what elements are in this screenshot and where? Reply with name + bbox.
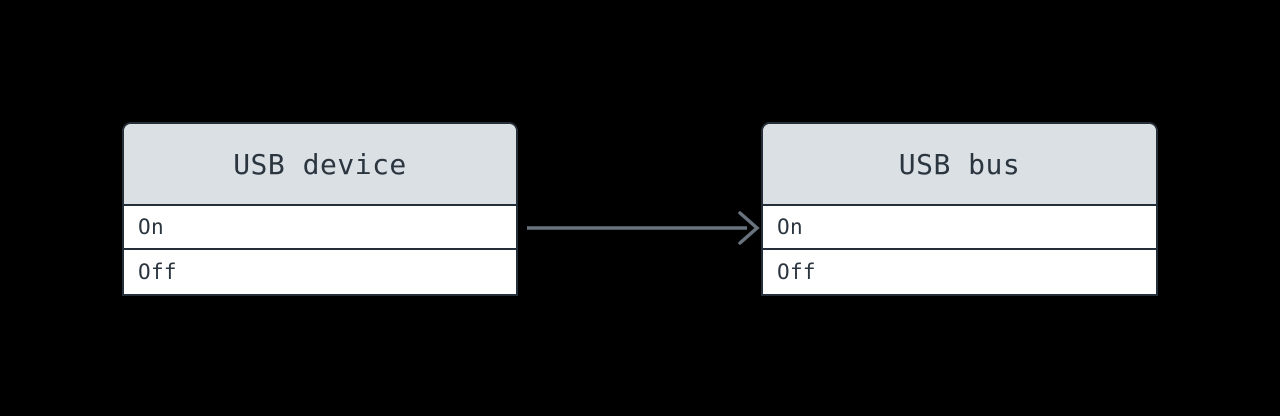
class-node-row[interactable]: Off [124, 250, 516, 294]
class-node-usb-device[interactable]: USB device On Off [122, 122, 518, 296]
class-node-usb-bus[interactable]: USB bus On Off [761, 122, 1158, 296]
class-node-title: USB device [233, 147, 407, 181]
arrowhead-icon [738, 211, 760, 245]
class-row-label: Off [138, 260, 177, 284]
class-node-header: USB device [124, 124, 516, 206]
edge-usb-device-to-usb-bus [527, 211, 760, 245]
class-node-header: USB bus [763, 124, 1156, 206]
class-row-label: On [777, 215, 803, 239]
class-node-row[interactable]: On [763, 206, 1156, 250]
class-node-title: USB bus [898, 147, 1021, 181]
class-row-label: On [138, 215, 164, 239]
class-row-label: Off [777, 260, 816, 284]
class-node-row[interactable]: On [124, 206, 516, 250]
class-node-row[interactable]: Off [763, 250, 1156, 294]
